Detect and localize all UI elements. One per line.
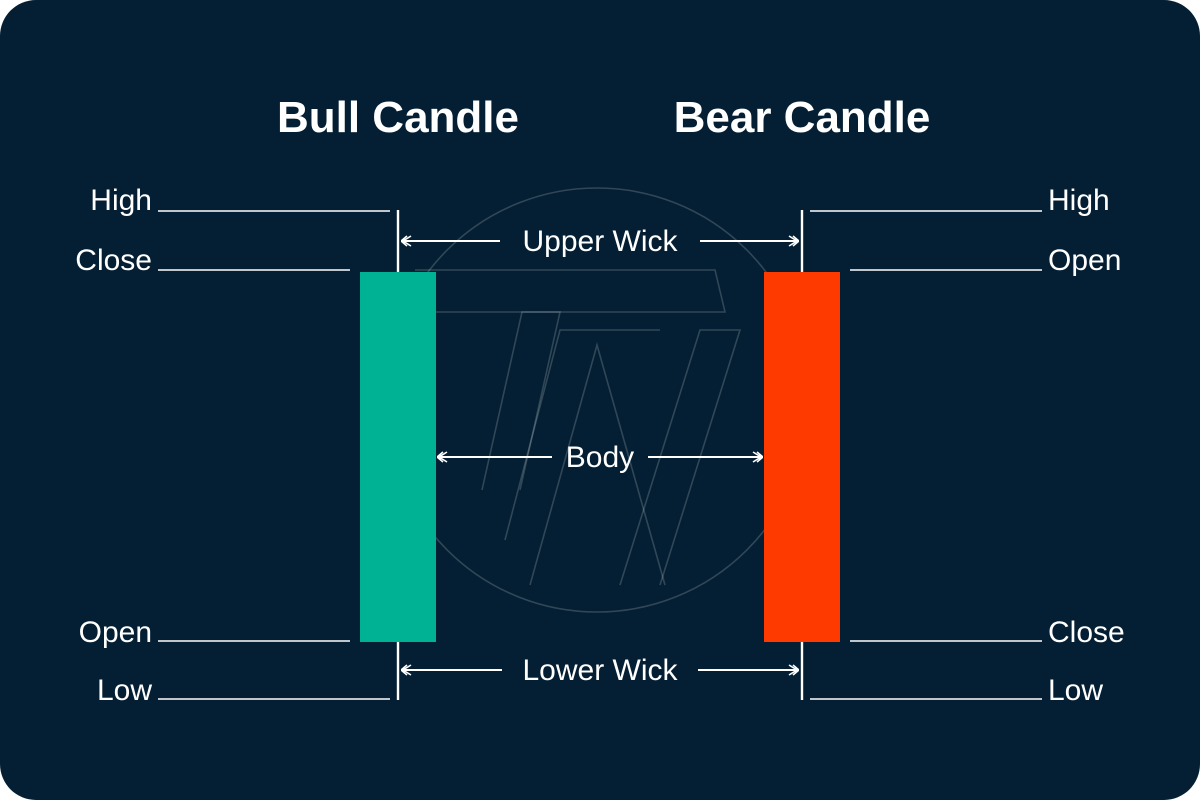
bear-high-label: High (1048, 184, 1110, 217)
bear-candle-body (764, 272, 840, 642)
bull-close-label: Close (75, 244, 152, 277)
body-label: Body (566, 441, 634, 474)
lower-wick-label: Lower Wick (522, 654, 678, 687)
bull-candle-title: Bull Candle (277, 93, 519, 142)
bear-open-label: Open (1048, 244, 1121, 277)
bull-candle (360, 210, 436, 700)
bull-candle-body (360, 272, 436, 642)
upper-wick-label: Upper Wick (522, 225, 678, 258)
bear-candle (764, 210, 840, 700)
bull-low-label: Low (97, 674, 152, 707)
bear-low-label: Low (1048, 674, 1103, 707)
bear-candle-title: Bear Candle (674, 93, 931, 142)
bull-high-label: High (90, 184, 152, 217)
bear-close-label: Close (1048, 616, 1125, 649)
bull-open-label: Open (79, 616, 152, 649)
